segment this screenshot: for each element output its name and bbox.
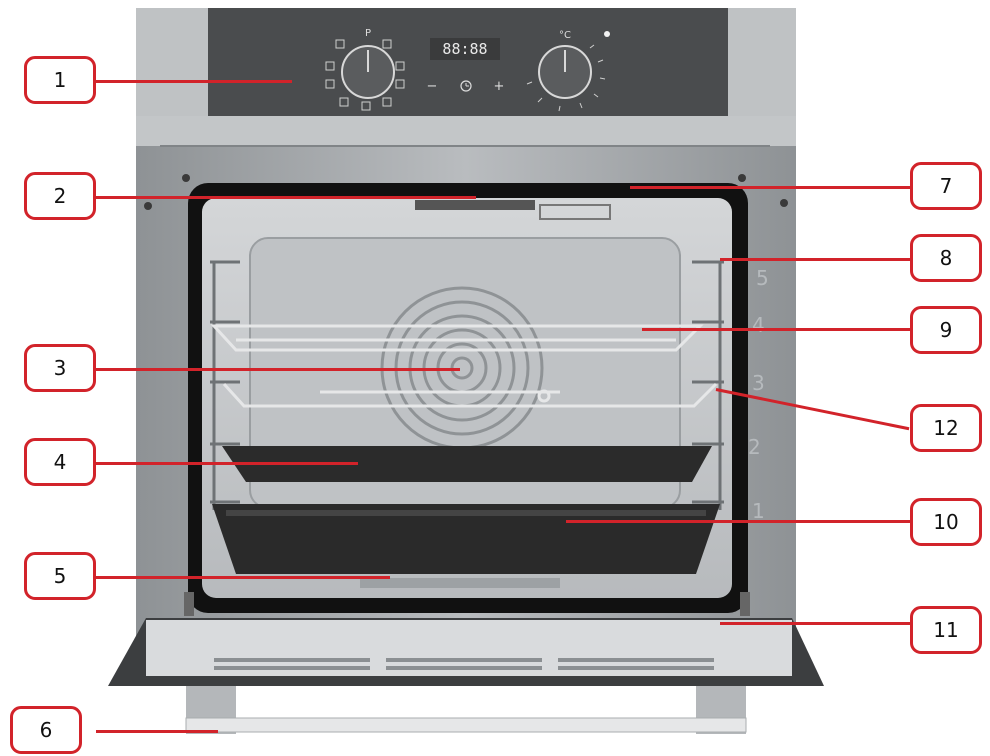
leader-line-9	[642, 328, 912, 331]
door-handle[interactable]	[186, 718, 746, 732]
leader-line-10	[566, 520, 912, 523]
callout-1: 1	[24, 56, 96, 104]
callout-7: 7	[910, 162, 982, 210]
callout-11: 11	[910, 606, 982, 654]
leader-line-5	[96, 576, 390, 579]
callout-9: 9	[910, 306, 982, 354]
left-hinge	[184, 592, 194, 616]
leader-line-4	[96, 462, 358, 465]
timer-minus-button[interactable]: −	[427, 79, 438, 94]
shelf-level-2: 2	[748, 435, 761, 459]
leader-line-2	[96, 196, 476, 199]
callout-12: 12	[910, 404, 982, 452]
right-hinge	[740, 592, 750, 616]
leader-line-11	[720, 622, 912, 625]
callout-2: 2	[24, 172, 96, 220]
shelf-level-5: 5	[756, 266, 769, 290]
leader-line-1	[96, 80, 292, 83]
leader-line-7	[630, 186, 912, 189]
timer-plus-button[interactable]: +	[494, 79, 505, 94]
control-panel	[208, 8, 728, 116]
leader-line-3	[96, 368, 460, 371]
leader-line-8	[720, 258, 912, 261]
callout-4: 4	[24, 438, 96, 486]
callout-6: 6	[10, 706, 82, 754]
top-heater	[415, 200, 535, 210]
callout-3: 3	[24, 344, 96, 392]
callout-5: 5	[24, 552, 96, 600]
callout-8: 8	[910, 234, 982, 282]
temperature-knob-label: °C	[559, 30, 571, 41]
function-knob-label: P	[365, 28, 371, 39]
indicator-light	[604, 31, 610, 37]
callout-10: 10	[910, 498, 982, 546]
bottom-heater-cover	[360, 578, 560, 588]
leader-line-6	[96, 730, 218, 733]
shelf-level-4: 4	[752, 313, 765, 337]
display-digits: 88:88	[442, 40, 487, 58]
shelf-level-3: 3	[752, 371, 765, 395]
